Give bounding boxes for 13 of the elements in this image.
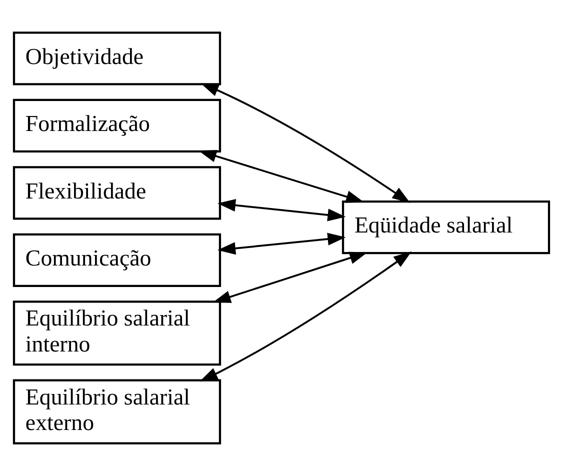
node-box: Eqüidade salarial [342, 200, 550, 254]
arrow [200, 251, 412, 382]
arrow [217, 232, 346, 255]
node-box: Formalização [12, 98, 222, 153]
arrow [198, 150, 364, 203]
node-box: Equilíbrio salarial interno [12, 300, 222, 366]
node-box: Equilíbrio salarial externo [12, 379, 222, 444]
node-box: Comunicação [12, 233, 222, 287]
node-box: Flexibilidade [12, 166, 222, 220]
node-box: Objetividade [12, 32, 222, 86]
arrow [217, 198, 346, 222]
arrow [200, 83, 410, 203]
arrow [212, 252, 368, 303]
